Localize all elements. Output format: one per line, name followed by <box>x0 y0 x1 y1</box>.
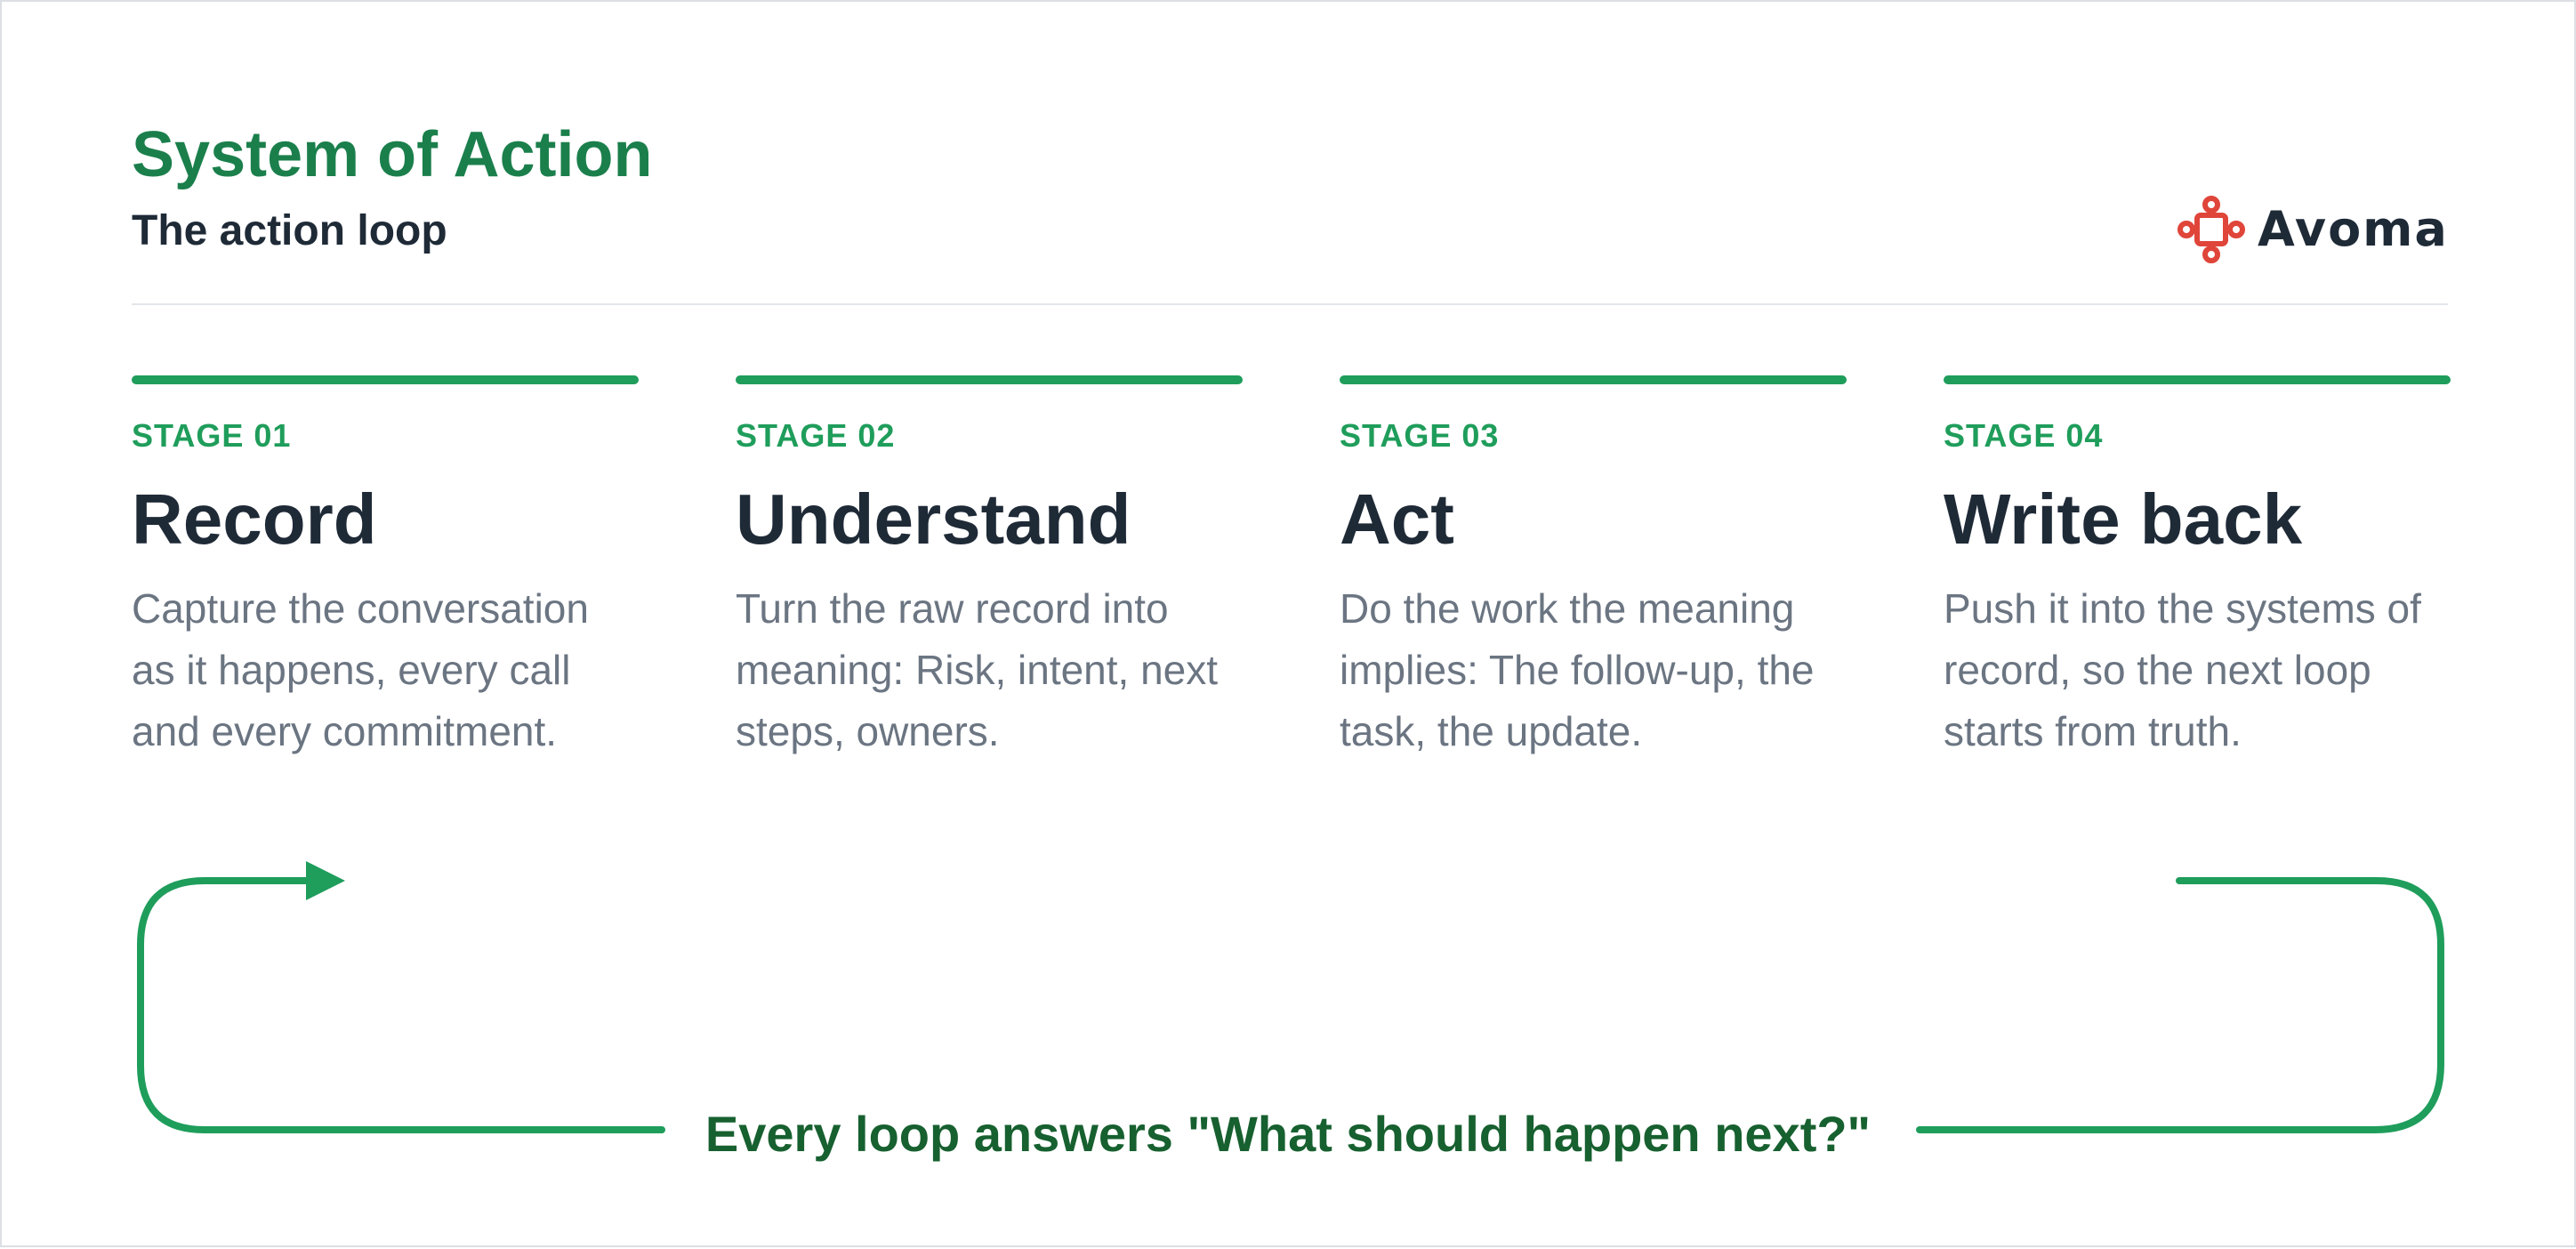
loop-caption: Every loop answers "What should happen n… <box>704 1106 1872 1162</box>
stage-label: STAGE 01 <box>132 417 292 454</box>
stage-record: STAGE 01 Record Capture the conversation… <box>132 375 639 762</box>
stage-title: Understand <box>736 479 1131 559</box>
stage-description: Capture the conversation as it happens, … <box>132 585 589 754</box>
loop-path-right <box>1916 877 2444 1133</box>
header-divider <box>132 303 2448 305</box>
stage-act: STAGE 03 Act Do the work the meaning imp… <box>1340 375 1847 762</box>
loop-arrowhead-icon <box>306 861 345 900</box>
page-title: System of Action <box>132 119 653 190</box>
avoma-logo-icon <box>2178 196 2245 263</box>
stage-understand: STAGE 02 Understand Turn the raw record … <box>736 375 1243 762</box>
stage-title: Write back <box>1944 479 2303 559</box>
avoma-logo: Avoma <box>2178 194 2449 265</box>
stage-description: Push it into the systems of record, so t… <box>1944 585 2421 754</box>
stage-label: STAGE 04 <box>1944 417 2104 454</box>
stage-label: STAGE 03 <box>1340 417 1500 454</box>
stage-bar <box>132 375 639 384</box>
loop-path-left <box>137 877 665 1133</box>
page-subtitle: The action loop <box>132 207 447 254</box>
stage-description: Do the work the meaning implies: The fol… <box>1340 585 1815 754</box>
stage-title: Act <box>1340 479 1454 559</box>
stage-title: Record <box>132 479 377 559</box>
stage-write-back: STAGE 04 Write back Push it into the sys… <box>1944 375 2451 762</box>
stage-label: STAGE 02 <box>736 417 896 454</box>
stage-bar <box>1944 375 2451 384</box>
stage-description: Turn the raw record into meaning: Risk, … <box>736 585 1219 754</box>
stage-bar <box>736 375 1243 384</box>
stage-bar <box>1340 375 1847 384</box>
avoma-wordmark: Avoma <box>2258 201 2449 257</box>
